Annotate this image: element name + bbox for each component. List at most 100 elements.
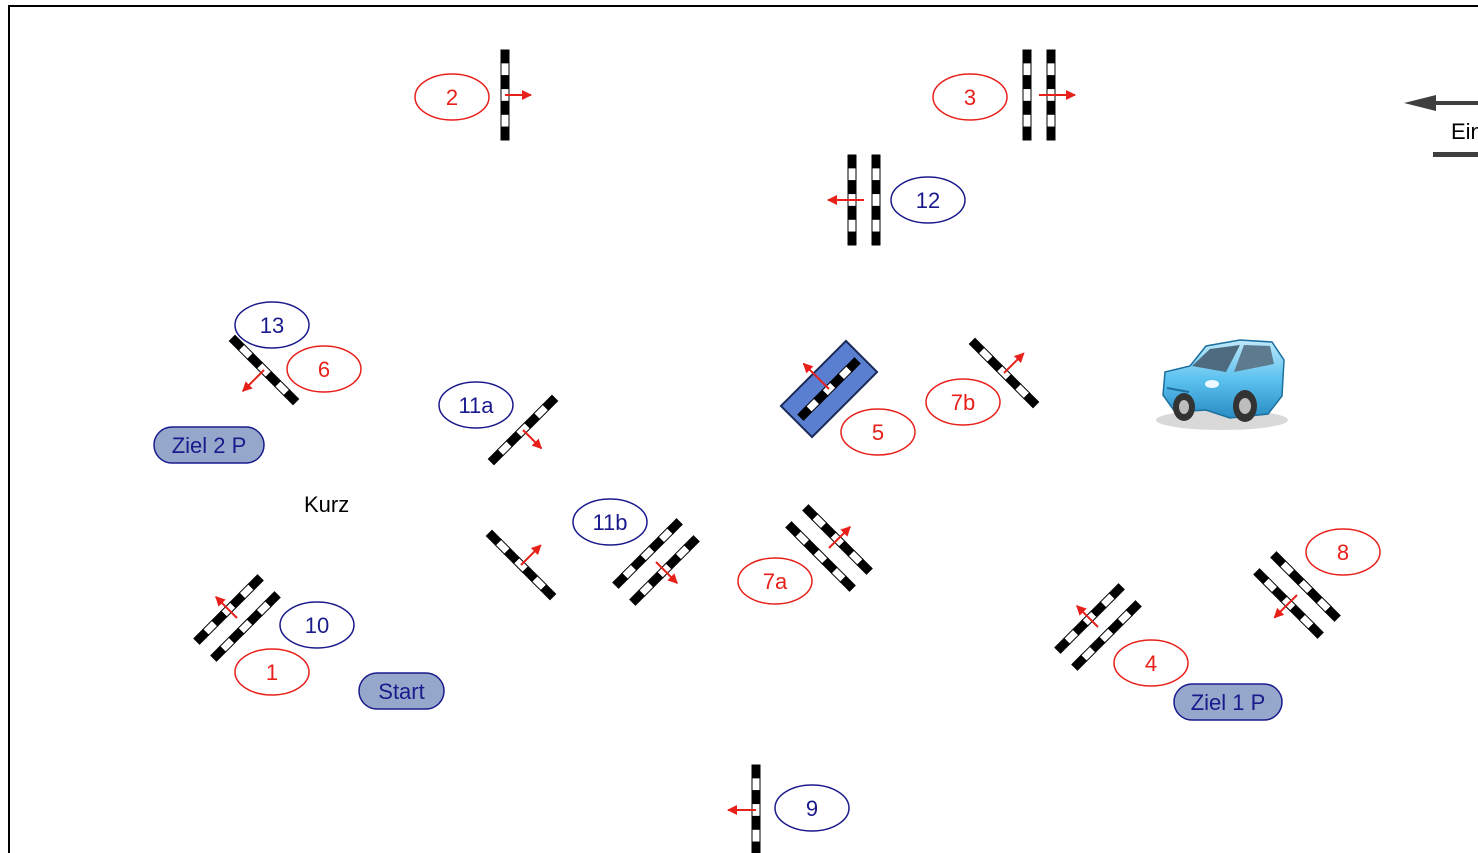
entrance-marker: Ein <box>1404 95 1478 157</box>
gate-bar-segment <box>847 218 857 233</box>
gate-bar-segment <box>500 100 510 115</box>
gate-bar-segment <box>1125 600 1142 617</box>
blue-marker-label: 11a <box>458 393 494 418</box>
entrance-label: Ein <box>1451 119 1478 144</box>
gate-bar-segment <box>1046 113 1056 128</box>
gate-bar-segment <box>1022 49 1032 64</box>
red-marker-oval <box>286 345 362 393</box>
gate-bar-segment <box>1022 62 1032 77</box>
gate-bar-segment <box>871 231 881 246</box>
gate-bar-segment <box>683 535 700 552</box>
blue-marker: 10 <box>279 601 355 649</box>
gate-2 <box>500 49 532 141</box>
direction-arrow <box>1076 605 1099 628</box>
gate-bar-segment <box>1307 622 1324 639</box>
red-marker-oval <box>1305 528 1381 576</box>
blue-marker-label: 11b <box>592 510 627 535</box>
gate-bar-segment <box>1324 605 1341 622</box>
gate-bar-segment <box>500 75 510 90</box>
red-marker-label: 4 <box>1145 651 1157 676</box>
red-marker: 6 <box>286 345 362 393</box>
gate-bar-segment <box>751 841 761 853</box>
direction-arrow <box>1273 594 1298 619</box>
gate-11a <box>487 394 559 466</box>
direction-arrow <box>242 369 265 392</box>
gate-bar-segment <box>1046 75 1056 90</box>
blue-marker-oval <box>279 601 355 649</box>
gate-bar-segment <box>1022 113 1032 128</box>
red-marker-oval <box>925 378 1001 426</box>
gate-bar-segment <box>847 205 857 220</box>
gate-12 <box>827 154 881 246</box>
red-marker-label: 3 <box>964 85 976 110</box>
direction-arrow <box>828 526 851 549</box>
gate-bar-segment <box>751 828 761 843</box>
gate-bar-segment <box>500 126 510 141</box>
red-marker: 2 <box>414 73 490 121</box>
red-marker: 3 <box>932 73 1008 121</box>
blue-marker: 11b <box>572 498 648 546</box>
direction-arrow <box>655 561 678 584</box>
gate-bar-segment <box>839 575 856 592</box>
gate-bar-segment <box>1022 75 1032 90</box>
gate-bar-segment <box>1022 88 1032 102</box>
gates-layer <box>193 49 1341 853</box>
gate-bar-segment <box>500 49 510 64</box>
direction-arrow <box>1003 352 1025 374</box>
area-pill <box>1173 683 1283 721</box>
gate-bar-segment <box>283 389 300 406</box>
red-marker-oval <box>414 73 490 121</box>
gate-6 <box>228 334 300 406</box>
gate-bar-segment <box>1022 100 1032 115</box>
red-marker-label: 2 <box>446 85 458 110</box>
red-marker-label: 6 <box>318 357 330 382</box>
gate-bar-segment <box>540 584 557 601</box>
blue-marker-oval <box>890 176 966 224</box>
entrance-underline <box>1433 152 1478 157</box>
gate-5 <box>779 339 879 439</box>
gate-bar-segment <box>845 357 861 373</box>
red-marker: 7a <box>737 557 813 605</box>
gate-8 <box>1253 551 1341 639</box>
gate-bar-segment <box>1022 126 1032 141</box>
gate-bar-segment <box>1046 100 1056 115</box>
gate-1 <box>193 574 281 662</box>
gate-11b <box>612 518 700 606</box>
gate-bar-segment <box>871 205 881 220</box>
gate-bar-segment <box>751 815 761 830</box>
area-ziel-2: Ziel 2 P <box>153 426 265 464</box>
area-pill <box>153 426 265 464</box>
red-marker-label: 1 <box>266 660 278 685</box>
blue-marker: 9 <box>774 784 850 832</box>
gate-bar-segment <box>871 154 881 169</box>
area-pill <box>358 672 445 710</box>
blue-marker-label: 12 <box>916 188 940 213</box>
blue-marker-label: 10 <box>305 613 329 638</box>
blue-marker-oval <box>774 784 850 832</box>
red-marker: 5 <box>840 408 916 456</box>
area-label: Ziel 1 P <box>1191 690 1266 715</box>
blue-marker-oval <box>438 381 514 429</box>
red-marker-oval <box>737 557 813 605</box>
direction-arrow <box>520 544 542 566</box>
gate-bar-segment <box>871 218 881 233</box>
direction-arrow <box>802 362 830 390</box>
gate-bar-segment <box>751 764 761 779</box>
red-marker: 4 <box>1113 639 1189 687</box>
gate-bar-segment <box>542 394 559 411</box>
gate-bar-segment <box>1046 126 1056 141</box>
red-marker-label: 5 <box>872 420 884 445</box>
gate-bar-segment <box>1108 583 1125 600</box>
car-icon <box>1156 339 1288 430</box>
gate-bar-segment <box>871 167 881 182</box>
gate-bar-segment <box>847 231 857 246</box>
red-marker: 7b <box>925 378 1001 426</box>
gate-bar-segment <box>751 790 761 805</box>
gate-bar-segment <box>847 154 857 169</box>
red-marker: 8 <box>1305 528 1381 576</box>
center-label: Kurz <box>304 492 349 517</box>
gate-bar-segment <box>500 62 510 77</box>
area-ziel-1: Ziel 1 P <box>1173 683 1283 721</box>
